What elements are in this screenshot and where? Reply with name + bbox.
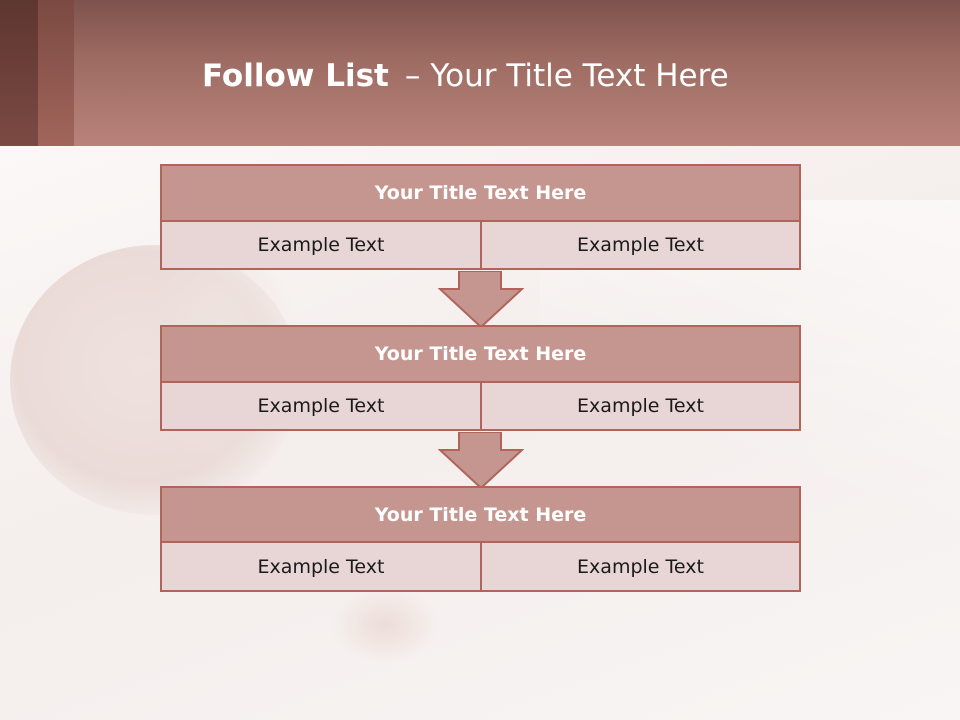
block-cell-right: Example Text bbox=[480, 381, 801, 431]
list-block-3: Your Title Text Here Example Text Exampl… bbox=[160, 486, 801, 592]
list-block-2: Your Title Text Here Example Text Exampl… bbox=[160, 325, 801, 433]
block-cell-right: Example Text bbox=[480, 220, 801, 270]
slide-title-separator: – bbox=[404, 58, 421, 94]
block-cell-left: Example Text bbox=[160, 381, 482, 431]
background-baby-hand bbox=[330, 585, 440, 665]
slide-title: Follow List–Your Title Text Here bbox=[202, 56, 729, 96]
slide-title-rest: Your Title Text Here bbox=[430, 58, 729, 94]
block-cell-right: Example Text bbox=[480, 541, 801, 592]
slide-title-bold: Follow List bbox=[202, 58, 389, 94]
list-block-1: Your Title Text Here Example Text Exampl… bbox=[160, 164, 801, 272]
header-band: Follow List–Your Title Text Here bbox=[0, 0, 960, 146]
block-title: Your Title Text Here bbox=[160, 325, 801, 383]
block-cell-left: Example Text bbox=[160, 541, 482, 592]
block-cell-left: Example Text bbox=[160, 220, 482, 270]
block-title: Your Title Text Here bbox=[160, 486, 801, 543]
header-accent-bar-light bbox=[38, 0, 74, 146]
block-title: Your Title Text Here bbox=[160, 164, 801, 222]
down-arrow-icon bbox=[438, 432, 524, 490]
down-arrow-icon bbox=[438, 271, 524, 329]
header-accent-bar-dark bbox=[0, 0, 38, 146]
